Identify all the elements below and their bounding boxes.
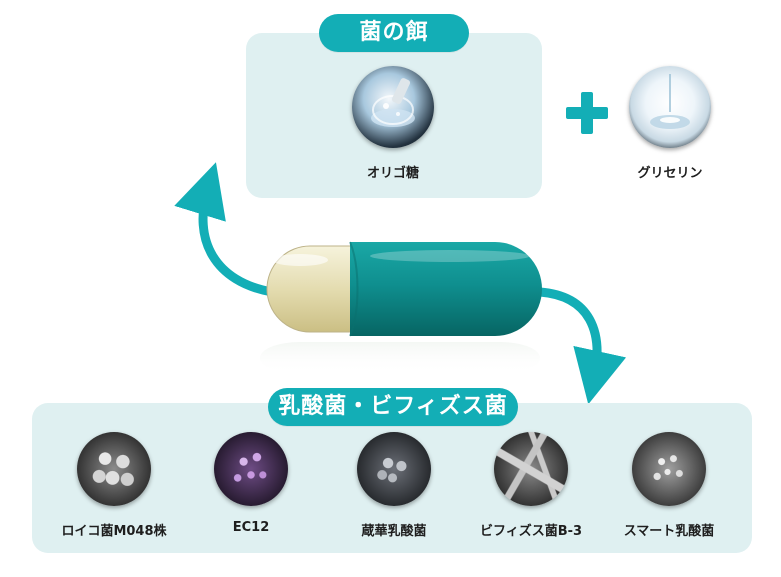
oligosaccharide-label: オリゴ糖 [366,166,419,181]
oligosaccharide-icon [371,78,415,127]
bacteria-label-leuconostoc: ロイコ菌M048株 [61,524,167,539]
glycerin-label: グリセリン [637,166,703,181]
bacteria-label-zoka: 蔵華乳酸菌 [361,524,427,539]
food-title: 菌の餌 [319,14,469,52]
glycerin-image [629,66,711,148]
zoka-lactic-acid-bacteria-image [357,432,431,506]
arrow-down-right [535,287,627,405]
arrow-up-left [174,162,277,297]
bacteria-label-ec12: EC12 [232,520,270,535]
plus-icon [564,90,610,136]
oligosaccharide-image [352,66,434,148]
bacteria-label-smart: スマート乳酸菌 [623,524,715,539]
ec12-image [214,432,288,506]
bifidobacterium-b3-image [494,432,568,506]
bacteria-label-bifidus: ビフィズス菌B-3 [479,524,583,539]
bacteria-title: 乳酸菌・ビフィズス菌 [268,388,518,426]
leuconostoc-m048-image [77,432,151,506]
smart-lactic-acid-bacteria-image [632,432,706,506]
glycerin-icon [650,74,690,129]
capsule-image [240,236,580,386]
